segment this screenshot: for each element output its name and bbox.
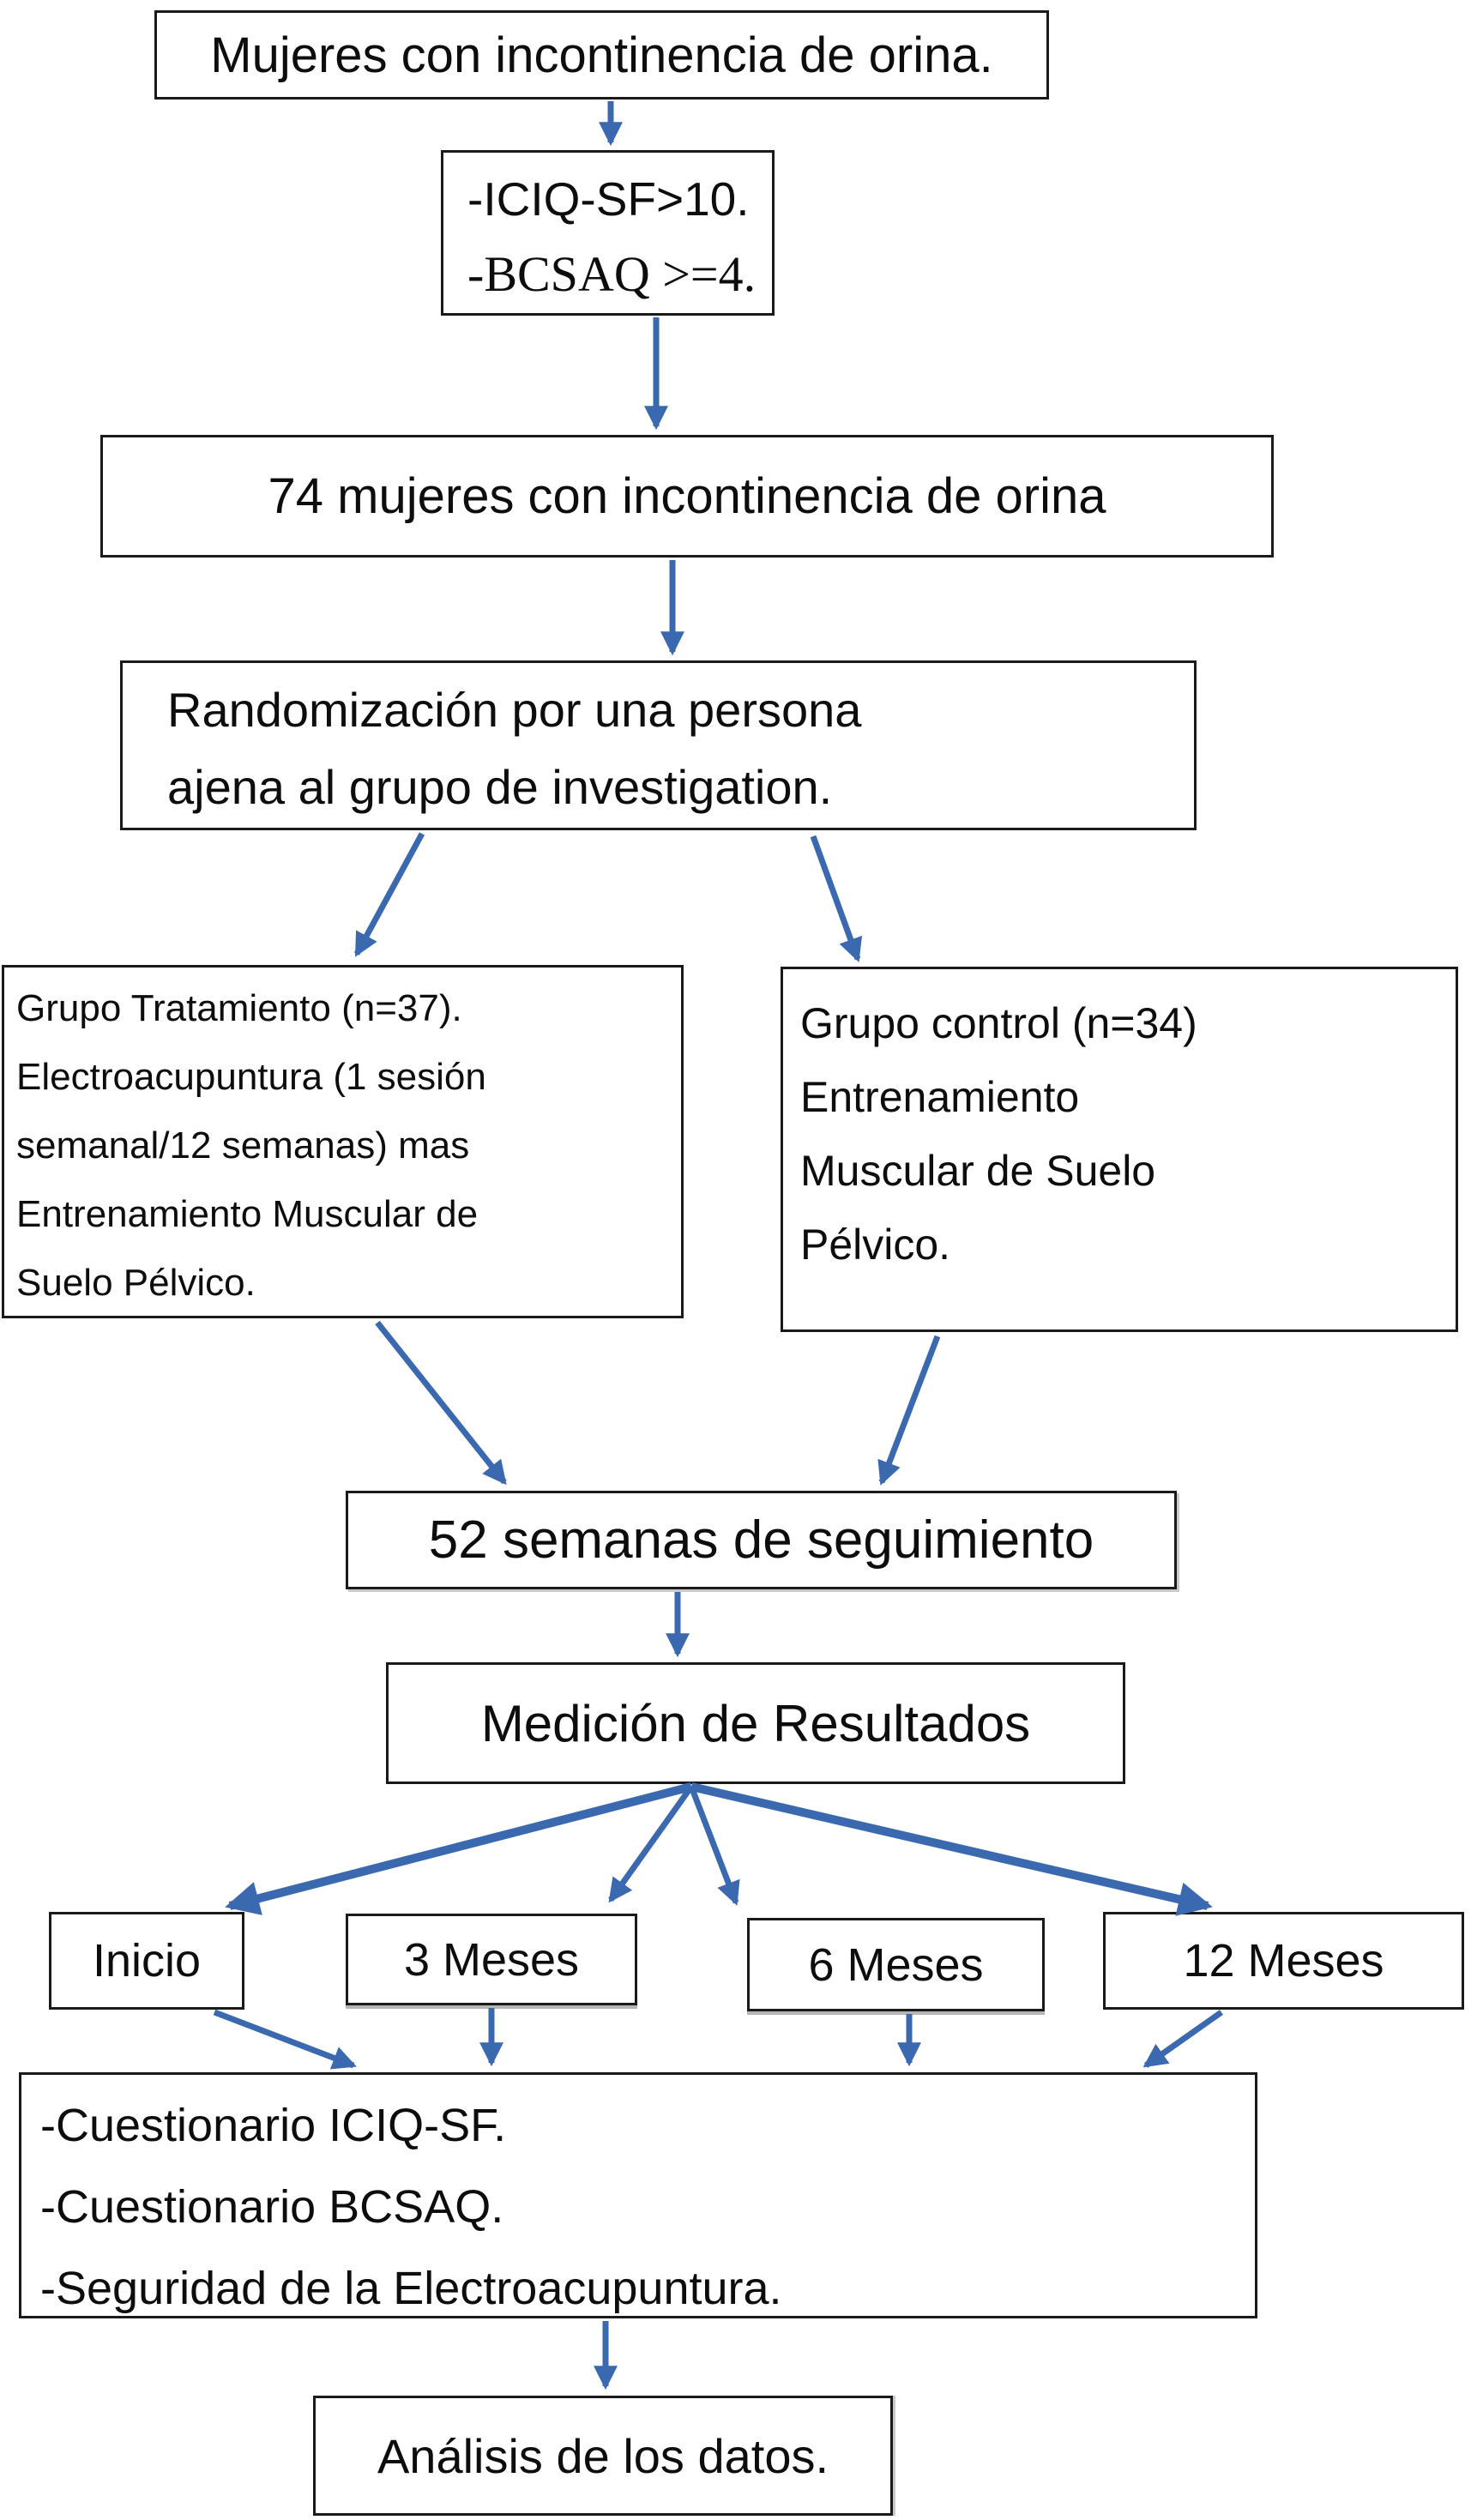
tratamiento-line: Entrenamiento Muscular de (16, 1193, 479, 1235)
box-timepoint-3-meses: 3 Meses (346, 1914, 637, 2005)
arrow-medicion-to-6meses (688, 1785, 740, 1906)
arrow-medicion-to-3meses (608, 1784, 694, 1903)
control-line: Muscular de Suelo (800, 1147, 1156, 1195)
arrow-12meses-to-cuestionarios (1142, 2010, 1224, 2068)
tratamiento-line: semanal/12 semanas) mas (16, 1124, 470, 1167)
criterio-iciq-sf: -ICIQ-SF>10. (467, 172, 750, 226)
control-line: Entrenamiento (800, 1073, 1080, 1121)
criterio-bcsaq: -BCSAQ >=4. (467, 246, 757, 302)
box-grupo-control: Grupo control (n=34) Entrenamiento Muscu… (781, 967, 1458, 1332)
box-timepoint-6-meses: 6 Meses (747, 1918, 1045, 2011)
arrow-control-to-seguimiento (877, 1335, 941, 1486)
box-medicion-resultados: Medición de Resultados (386, 1662, 1125, 1784)
box-52-semanas-seguimiento: 52 semanas de seguimiento (346, 1491, 1177, 1589)
tratamiento-line: Suelo Pélvico. (16, 1262, 256, 1304)
box-74-mujeres: 74 mujeres con incontinencia de orina (100, 435, 1274, 558)
box-criterios-inclusion: -ICIQ-SF>10. -BCSAQ >=4. (441, 150, 775, 316)
control-line: Grupo control (n=34) (800, 999, 1197, 1047)
box-grupo-tratamiento: Grupo Tratamiento (n=37). Electroacupunt… (2, 965, 684, 1318)
box-randomizacion: Randomización por una persona ajena al g… (120, 660, 1197, 830)
tratamiento-line: Electroacupuntura (1 sesión (16, 1056, 486, 1098)
box-mujeres-incontinencia: Mujeres con incontinencia de orina. (154, 10, 1049, 99)
randomizacion-line: Randomización por una persona (167, 683, 862, 737)
arrow-medicion-to-inicio (225, 1782, 693, 1915)
arrow-medicion-to-12meses (690, 1782, 1213, 1916)
arrow-inicio-to-cuestionarios (213, 2009, 357, 2070)
seguridad-electroacupuntura-line: -Seguridad de la Electroacupuntura. (40, 2263, 782, 2314)
tratamiento-line: Grupo Tratamiento (n=37). (16, 987, 462, 1029)
arrow-randomizacion-to-tratamiento (353, 832, 425, 957)
cuestionario-iciq-line: -Cuestionario ICIQ-SF. (40, 2100, 507, 2151)
box-analisis-datos: Análisis de los datos. (313, 2396, 893, 2516)
box-medidas-cuestionarios: -Cuestionario ICIQ-SF. -Cuestionario BCS… (19, 2072, 1257, 2318)
randomizacion-line: ajena al grupo de investigation. (167, 760, 833, 814)
control-line: Pélvico. (800, 1221, 951, 1269)
arrow-randomizacion-to-control (810, 835, 863, 962)
arrow-tratamiento-to-seguimiento (375, 1320, 507, 1486)
cuestionario-bcsaq-line: -Cuestionario BCSAQ. (40, 2181, 504, 2233)
box-timepoint-inicio: Inicio (49, 1912, 244, 2010)
box-timepoint-12-meses: 12 Meses (1103, 1912, 1464, 2010)
